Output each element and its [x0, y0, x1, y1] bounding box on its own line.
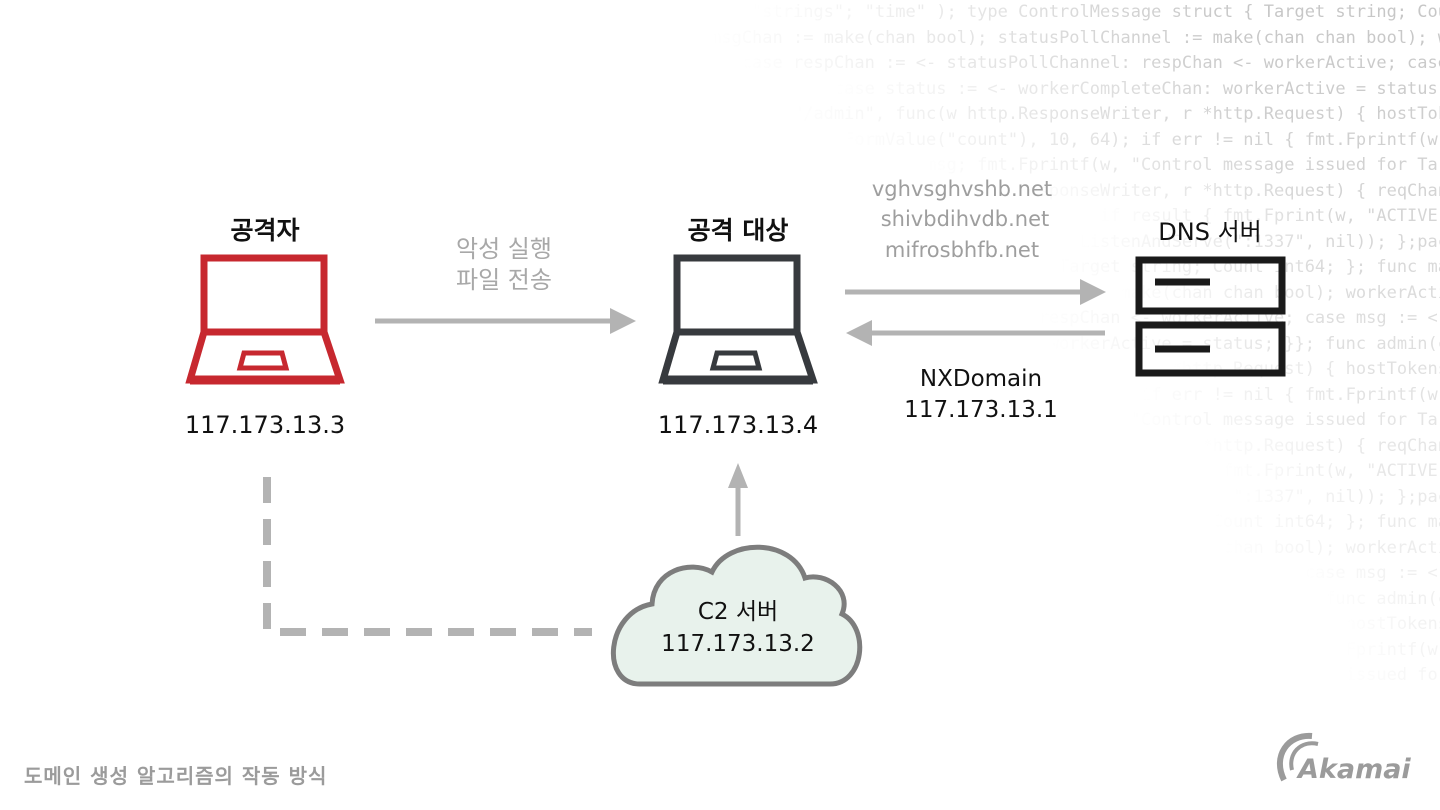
dns-title: DNS 서버: [1158, 218, 1262, 246]
attacker-title: 공격자: [230, 216, 300, 245]
dns-server-icon: [1135, 256, 1286, 377]
akamai-logo-text: Akamai: [1298, 754, 1411, 785]
attacker-ip: 117.173.13.3: [184, 411, 346, 439]
c2-title: C2 서버: [697, 599, 779, 625]
transfer-label-line1: 악성 실행: [456, 235, 552, 263]
dga-domain: vghvsghvshb.net: [871, 177, 1053, 201]
arrow-attacker-to-target: [375, 308, 636, 334]
nxdomain-label: NXDomain: [919, 366, 1043, 392]
target-ip: 117.173.13.4: [657, 411, 819, 439]
dashed-link-attacker-c2: [263, 477, 592, 636]
c2-ip: 117.173.13.2: [661, 631, 815, 657]
akamai-logo-icon: [1276, 732, 1319, 782]
arrow-dns-to-target: [846, 320, 1105, 346]
attacker-laptop-icon: [185, 254, 345, 385]
target-title: 공격 대상: [687, 216, 789, 245]
arrow-target-to-dns: [845, 279, 1106, 305]
dga-domain: shivbdihvdb.net: [880, 207, 1050, 231]
c2-cloud-icon: [610, 544, 863, 687]
transfer-label-line2: 파일 전송: [456, 266, 552, 294]
nxdomain-ip: 117.173.13.1: [904, 397, 1058, 423]
dga-domain: mifrosbhfb.net: [884, 238, 1040, 262]
diagram-caption: 도메인 생성 알고리즘의 작동 방식: [24, 764, 328, 788]
target-laptop-icon: [658, 254, 818, 385]
arrow-c2-to-target: [728, 463, 748, 536]
